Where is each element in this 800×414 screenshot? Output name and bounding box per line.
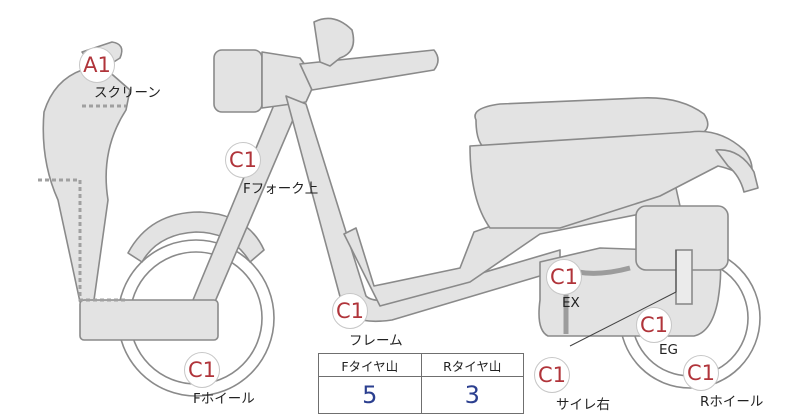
leg-shield-lower bbox=[79, 299, 219, 341]
front-tread-header: Fタイヤ山 bbox=[318, 353, 422, 377]
front-fork bbox=[187, 99, 299, 319]
front-tread-value: 5 bbox=[318, 376, 422, 414]
leg-shield bbox=[42, 61, 131, 303]
grade-badge-muffler: C1 bbox=[534, 357, 570, 393]
tire-tread-table: Fタイヤ山 Rタイヤ山 5 3 bbox=[318, 353, 524, 414]
grade-badge-fork: C1 bbox=[225, 142, 261, 178]
rear-tread-header: Rタイヤ山 bbox=[420, 353, 524, 377]
rear-tread-value: 3 bbox=[420, 376, 524, 414]
label-frame: フレーム bbox=[349, 333, 403, 349]
grade-badge-eg: C1 bbox=[636, 307, 672, 343]
label-fork: Fフォーク上 bbox=[243, 181, 319, 197]
rear-fender bbox=[715, 149, 759, 193]
grade-badge-ex: C1 bbox=[546, 259, 582, 295]
label-muffler: サイレ右 bbox=[556, 397, 610, 413]
headlight bbox=[213, 49, 263, 113]
rear-shock bbox=[675, 249, 693, 305]
label-ex: EX bbox=[562, 295, 580, 311]
label-rwheel: Rホイール bbox=[700, 394, 764, 410]
label-screen: スクリーン bbox=[94, 85, 161, 101]
grade-badge-rwheel: C1 bbox=[683, 355, 719, 391]
handlebar bbox=[299, 49, 439, 91]
trim-line bbox=[38, 104, 128, 302]
label-fwheel: Fホイール bbox=[193, 391, 255, 407]
grade-badge-frame: C1 bbox=[332, 293, 368, 329]
label-eg: EG bbox=[659, 342, 678, 358]
grade-badge-screen: A1 bbox=[79, 47, 115, 83]
mirror bbox=[313, 17, 355, 67]
grade-badge-fwheel: C1 bbox=[184, 352, 220, 388]
